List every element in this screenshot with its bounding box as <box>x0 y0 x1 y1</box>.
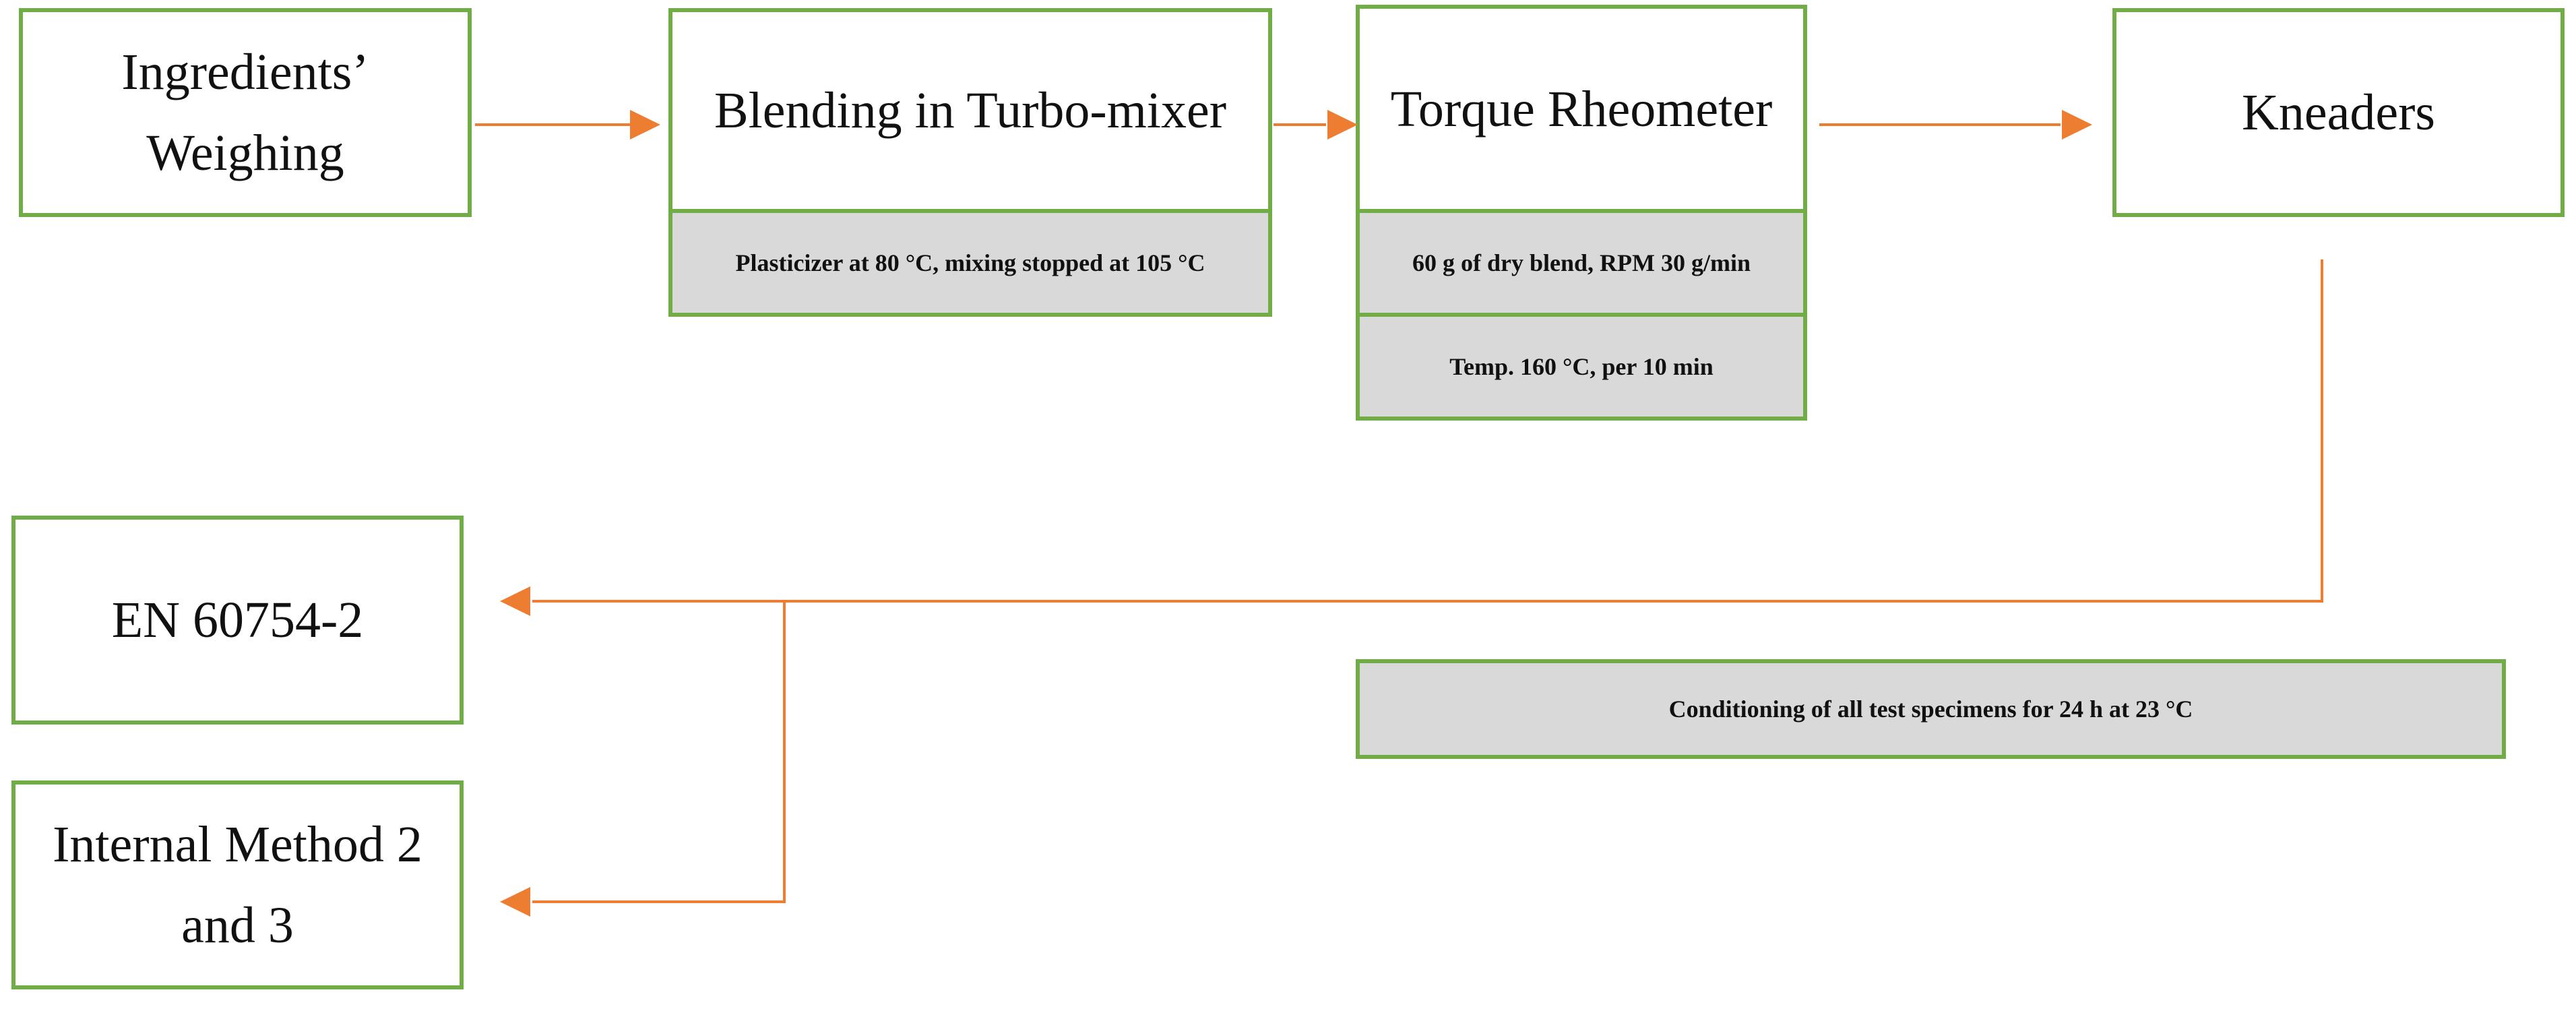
arrowhead-internal-method <box>500 887 530 917</box>
result-internal-method-label: Internal Method 2 and 3 <box>53 816 422 954</box>
note-conditioning: Conditioning of all test specimens for 2… <box>1356 659 2506 759</box>
step-kneaders: Kneaders <box>2112 8 2565 217</box>
arrowhead-en-60754-2 <box>500 586 530 616</box>
note-rheometer-temperature: Temp. 160 °C, per 10 min <box>1356 313 1807 421</box>
step-blending-turbo-mixer: Blending in Turbo-mixer <box>668 8 1272 213</box>
connector-kneaders-down-to-results <box>532 259 2323 603</box>
step-ingredients-weighing: Ingredients’ Weighing <box>19 8 472 217</box>
step-blending-label: Blending in Turbo-mixer <box>714 82 1227 139</box>
step-torque-rheometer: Torque Rheometer <box>1356 5 1807 213</box>
result-internal-method: Internal Method 2 and 3 <box>11 780 464 989</box>
arrowhead-blending <box>630 110 660 140</box>
step-torque-rheometer-label: Torque Rheometer <box>1390 80 1773 137</box>
note-conditioning-text: Conditioning of all test specimens for 2… <box>1668 696 2193 723</box>
note-rheometer-dry-blend-text: 60 g of dry blend, RPM 30 g/min <box>1412 249 1751 276</box>
note-blending-text: Plasticizer at 80 °C, mixing stopped at … <box>735 249 1205 276</box>
step-ingredients-weighing-label: Ingredients’ Weighing <box>121 44 369 181</box>
result-en-60754-2: EN 60754-2 <box>11 516 464 725</box>
arrowhead-kneaders <box>2062 110 2092 140</box>
arrowhead-rheometer <box>1327 110 1358 140</box>
note-blending-parameters: Plasticizer at 80 °C, mixing stopped at … <box>668 209 1272 317</box>
step-kneaders-label: Kneaders <box>2242 84 2435 141</box>
connector-branch-to-internal-method <box>532 601 786 903</box>
note-rheometer-temperature-text: Temp. 160 °C, per 10 min <box>1449 353 1714 380</box>
result-en-60754-2-label: EN 60754-2 <box>111 592 364 648</box>
